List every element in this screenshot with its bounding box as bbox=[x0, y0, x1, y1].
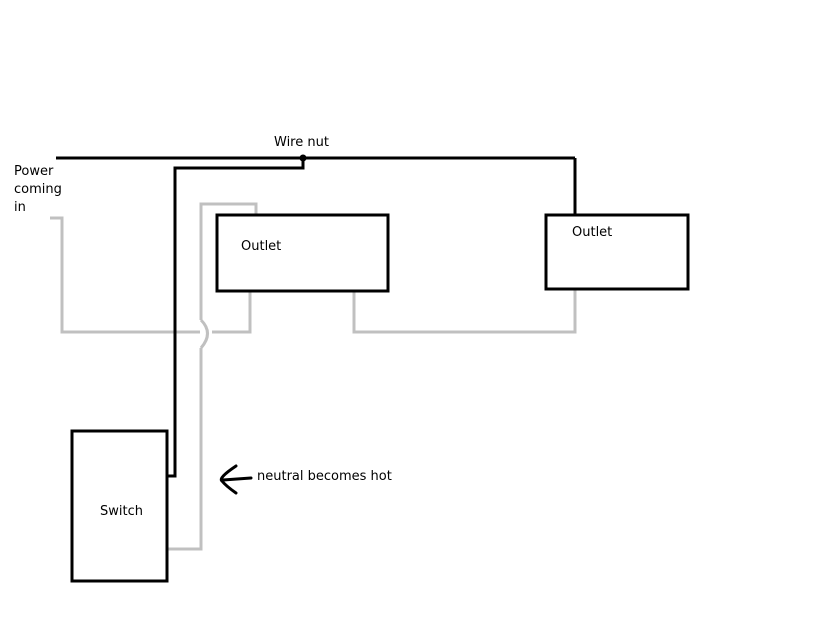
outlet-2-box bbox=[544, 213, 690, 291]
switch-box bbox=[70, 429, 169, 583]
neutral-wire-outlet1-to-outlet2 bbox=[352, 288, 577, 334]
neutral-wires bbox=[50, 202, 577, 551]
power-label-line-1: Power bbox=[14, 164, 54, 179]
neutral-wire-switch-leg bbox=[168, 348, 203, 551]
power-coming-in-label: Power coming in bbox=[14, 163, 62, 217]
power-label-line-2: coming bbox=[14, 182, 62, 197]
wire-nut-dot bbox=[299, 154, 307, 162]
power-label-line-3: in bbox=[14, 200, 26, 215]
neutral-wire-to-outlet1-top bbox=[199, 202, 258, 320]
wire-nut-label: Wire nut bbox=[274, 135, 329, 150]
switch-label: Switch bbox=[100, 504, 143, 519]
annotation-label: neutral becomes hot bbox=[257, 469, 392, 484]
outlet-1-box bbox=[215, 213, 390, 293]
hot-wire-to-switch bbox=[168, 158, 305, 478]
left-arrow-icon bbox=[219, 464, 253, 495]
neutral-wire-incoming bbox=[50, 216, 200, 334]
neutral-wire-to-outlet1 bbox=[212, 290, 252, 334]
outlet-2-label: Outlet bbox=[572, 225, 613, 240]
neutral-wire-hop bbox=[199, 318, 209, 349]
hot-wires bbox=[56, 156, 577, 478]
outlet-1-label: Outlet bbox=[241, 239, 282, 254]
